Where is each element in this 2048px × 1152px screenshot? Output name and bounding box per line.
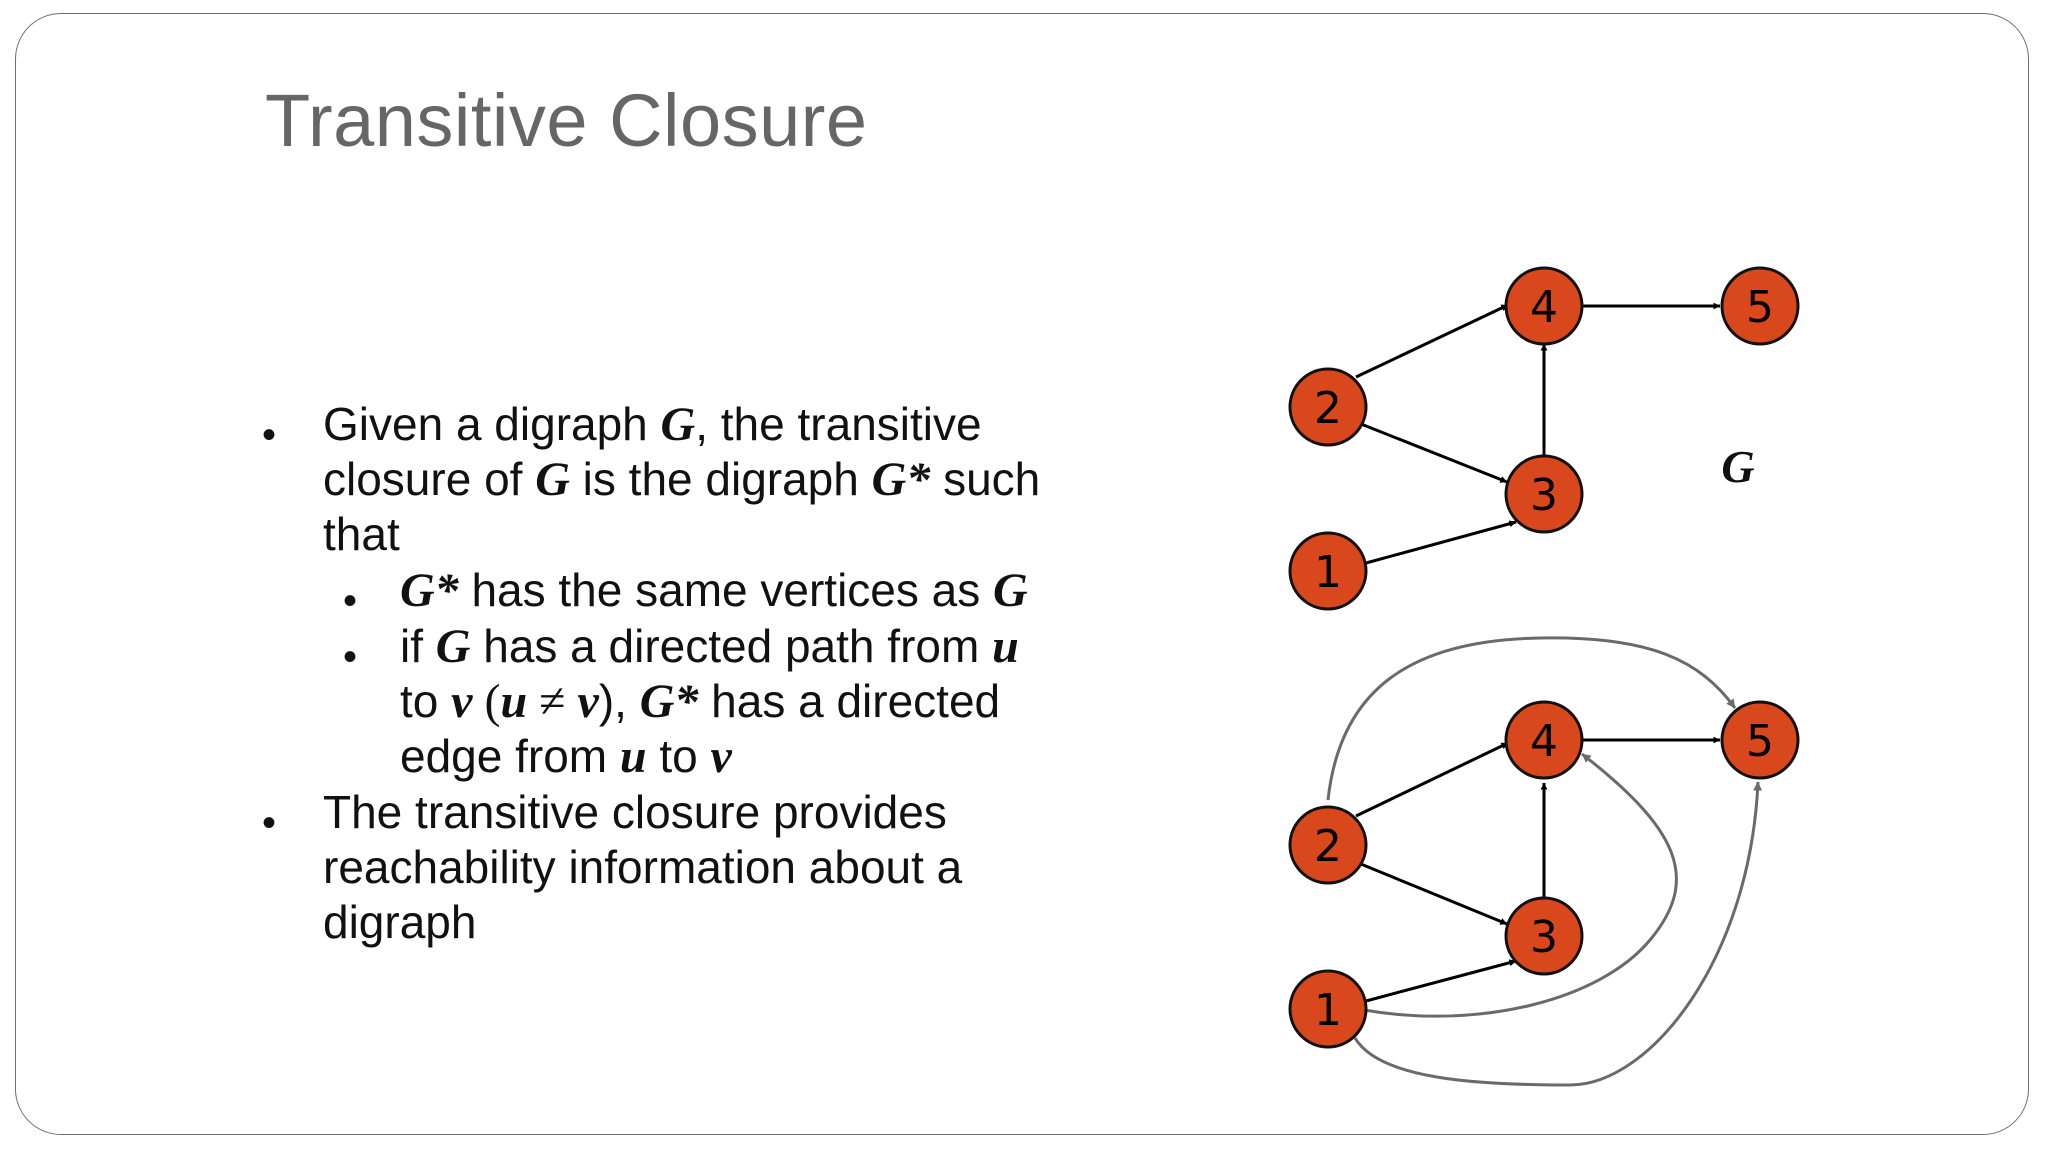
svg-text:2: 2 [1314,821,1342,872]
bullet-dot: • [262,413,277,457]
edge-2-3 [1355,420,1508,484]
sub-bullet-2-line-2: to v (u ≠ v), G* has a directed [400,675,1001,728]
graph-label: G [1721,441,1754,492]
sub-bullet-dot: • [343,635,358,679]
svg-text:1: 1 [1314,985,1342,1036]
bullet-2-line-3: digraph [323,896,477,948]
bullet-2-line-1: The transitive closure provides [323,786,947,838]
bullet-dot: • [262,801,277,845]
node-1: 1 [1288,969,1368,1049]
graph-G-star: 1 2 3 4 5 [1288,636,1800,1087]
node-5: 5 [1720,266,1800,346]
closure-edge-1-4 [1363,752,1678,1018]
svg-text:4: 4 [1530,716,1558,767]
closure-edge-1-5 [1353,781,1763,1087]
svg-text:2: 2 [1314,383,1342,434]
node-3: 3 [1504,454,1584,534]
node-3: 3 [1504,896,1584,976]
svg-text:5: 5 [1746,282,1774,333]
node-5: 5 [1720,700,1800,780]
edge-1-3 [1365,959,1517,1003]
closure-edge-2-5 [1326,636,1737,801]
bullet-1-line-3: that [323,508,400,560]
bullet-1-line-2: closure of G is the digraph G* such [323,453,1041,506]
bullet-1-line-1: Given a digraph G, the transitive [323,398,982,451]
svg-text:3: 3 [1530,912,1558,963]
svg-text:4: 4 [1530,282,1558,333]
graph-G: 1 2 3 4 5 G [1288,266,1800,611]
edge-1-3 [1365,520,1517,565]
svg-text:3: 3 [1530,470,1558,521]
svg-text:5: 5 [1746,716,1774,767]
edge-2-4 [1355,303,1509,379]
node-2: 2 [1288,367,1368,447]
sub-bullet-2-line-1: if G has a directed path from u [400,620,1019,673]
node-2: 2 [1288,805,1368,885]
edge-2-3 [1355,860,1508,926]
bullet-2-line-2: reachability information about a [323,841,963,893]
slide-title: Transitive Closure [265,79,868,162]
sub-bullet-2-line-3: edge from u to v [400,730,732,783]
svg-text:1: 1 [1314,547,1342,598]
sub-bullet-1: G* has the same vertices as G [400,564,1028,617]
sub-bullet-dot: • [343,579,358,623]
slide-frame [15,13,2029,1135]
edge-2-4 [1355,741,1509,818]
node-4: 4 [1504,266,1584,346]
node-4: 4 [1504,700,1584,780]
node-1: 1 [1288,531,1368,611]
